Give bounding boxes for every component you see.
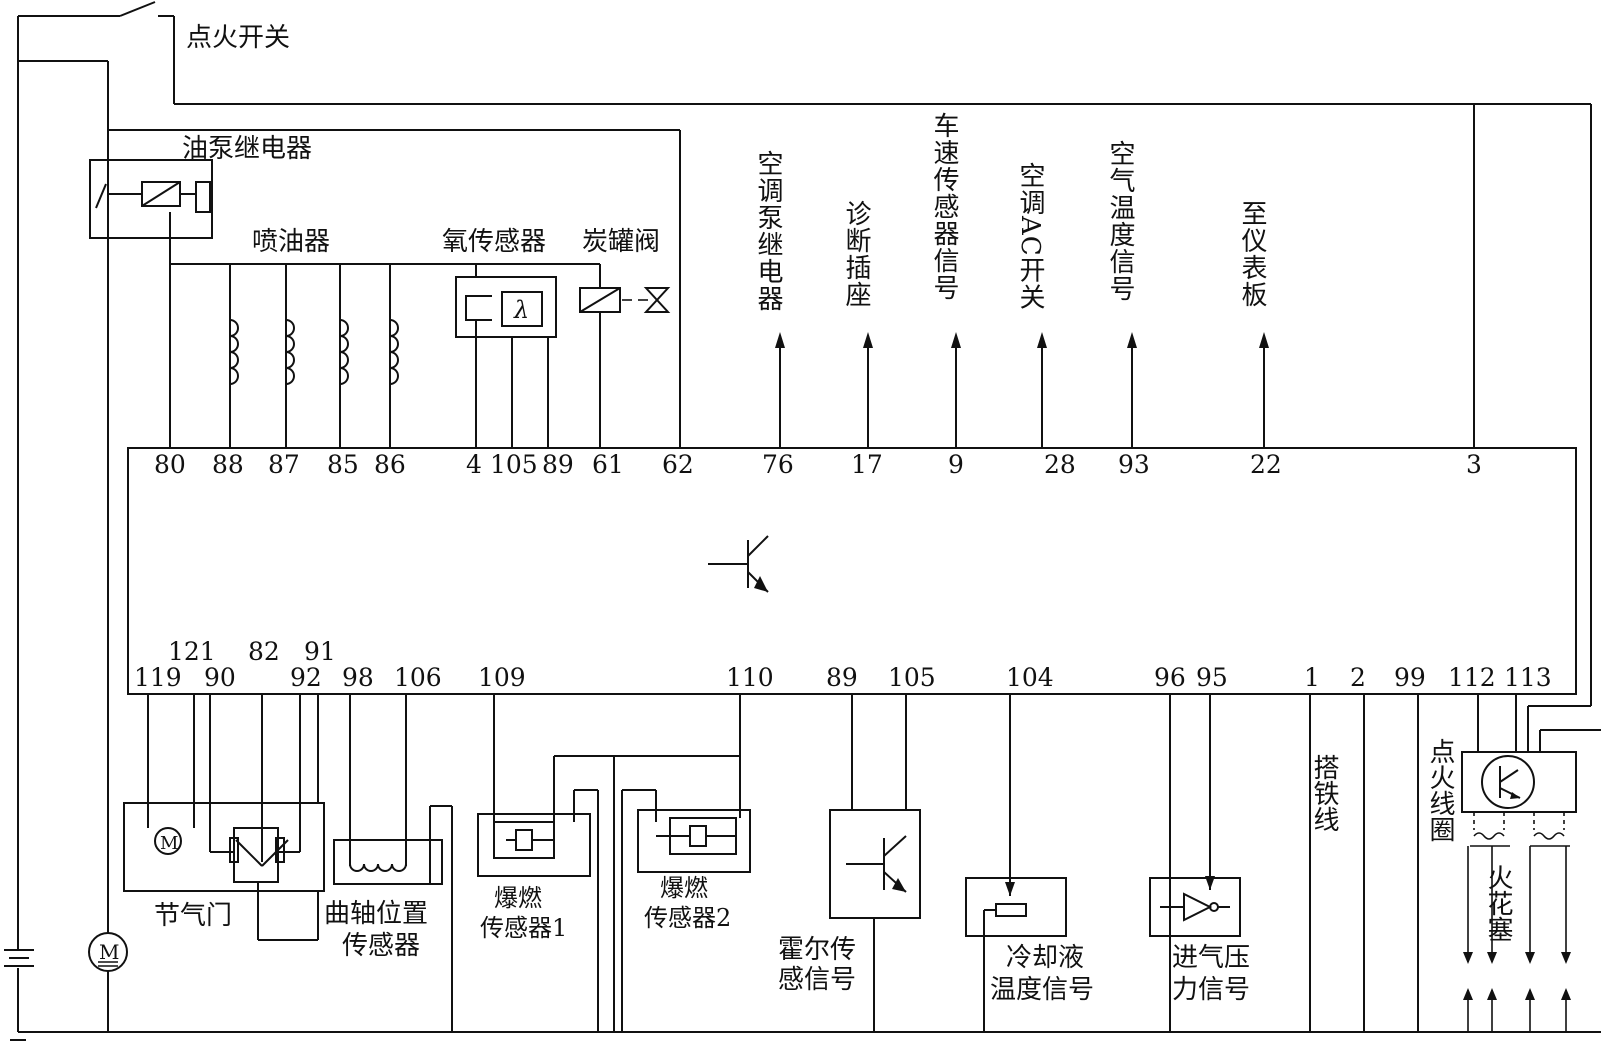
pin-label: 119 [134,663,182,692]
lambda-symbol: λ [513,296,529,324]
output-label-ac-relay: 空调泵继电器 [753,150,783,312]
pin-label: 105 [888,663,936,692]
knock-sensor-2-label-line1: 爆燃 [660,874,708,902]
ignition-switch-label: 点火开关 [186,23,290,53]
pin-label: 112 [1448,663,1496,692]
pin-label: 109 [478,663,526,692]
pin-label: 4 [466,450,482,479]
pin-label: 121 [168,637,216,666]
throttle-motor-symbol: M [160,833,178,854]
intake-pressure-label-line1: 进气压 [1172,943,1250,973]
output-label-air-temp: 空气温度信号 [1105,140,1135,302]
pin-label: 2 [1350,663,1366,692]
pin-label: 90 [204,663,236,692]
pin-label: 82 [248,637,280,666]
fuel-pump-relay-label: 油泵继电器 [182,134,312,164]
pin-label: 3 [1466,450,1482,479]
ignition-coil-label: 点火线圈 [1425,738,1455,842]
ignition-coil [1461,694,1601,847]
injectors [170,263,600,448]
bottom-pin-labels: 119 121 90 82 92 91 98 106 109 110 89 10… [134,637,1552,692]
throttle-body [123,694,325,941]
coolant-label-line1: 冷却液 [1006,943,1084,973]
pin-label: 87 [268,450,300,479]
pin-label: 9 [948,450,964,479]
pin-label: 91 [304,637,336,666]
ground-wires [1309,694,1419,1032]
top-pin-labels: 80 88 87 85 86 4 105 89 61 62 76 17 9 28… [154,450,1482,479]
pin-label: 92 [290,663,322,692]
canister-valve [579,264,671,448]
pin-label: 99 [1394,663,1426,692]
ecu-transistor-symbol [708,535,769,593]
output-label-ac-switch: 空调AC开关 [1015,162,1045,311]
oxygen-sensor-label: 氧传感器 [442,227,546,257]
knock-sensor-1 [477,694,740,1032]
crank-sensor-label-line2: 传感器 [342,931,420,961]
output-label-speed-sensor: 车速传感器信号 [929,112,959,301]
pin-label: 105 [490,450,538,479]
output-label-dashboard: 至仪表板 [1237,200,1267,308]
pin-label: 85 [327,450,359,479]
ground-wire-label: 搭铁线 [1309,754,1339,832]
coolant-temp-sensor [965,694,1067,1032]
power-wiring [4,1,1601,1041]
pin-label: 80 [154,450,186,479]
pin-label: 93 [1118,450,1150,479]
pin-label: 98 [342,663,374,692]
knock-sensor-2 [613,694,751,1032]
pin-label: 110 [726,663,774,692]
oxygen-sensor [455,264,557,448]
knock-sensor-1-label-line1: 爆燃 [494,884,542,912]
knock-sensor-1-label-line2: 传感器1 [480,914,567,942]
pin-label: 28 [1044,450,1076,479]
crank-position-sensor [333,694,453,1032]
hall-sensor-label-line1: 霍尔传 [778,935,856,965]
hall-sensor [829,694,921,1032]
output-label-diagnostic: 诊断插座 [841,200,871,308]
pin-label: 22 [1250,450,1282,479]
pin-label: 61 [592,450,624,479]
pin-label: 86 [374,450,406,479]
hall-sensor-label-line2: 感信号 [778,965,856,995]
canister-valve-label: 炭罐阀 [582,227,660,257]
crank-sensor-label-line1: 曲轴位置 [324,899,428,929]
pin-label: 76 [762,450,794,479]
pin-label: 96 [1154,663,1186,692]
fuel-pump-relay [89,129,681,448]
intake-pressure-sensor [1149,694,1241,1032]
pin-label: 62 [662,450,694,479]
spark-plug-label: 火花塞 [1483,864,1513,942]
pin-label: 106 [394,663,442,692]
pin-label: 89 [542,450,574,479]
throttle-label: 节气门 [154,901,232,931]
pin-label: 89 [826,663,858,692]
pin-label: 17 [851,450,883,479]
pin-label: 1 [1304,663,1320,692]
fuel-pump-motor [88,932,128,972]
spark-plugs [1463,846,1571,1032]
pin-label: 113 [1504,663,1552,692]
coolant-label-line2: 温度信号 [990,975,1094,1005]
pin-label: 104 [1006,663,1054,692]
knock-sensor-2-label-line2: 传感器2 [644,904,731,932]
ecu-box [127,447,1577,695]
injectors-label: 喷油器 [252,227,330,257]
intake-pressure-label-line2: 力信号 [1172,975,1250,1005]
output-arrows [775,332,1269,448]
pin-label: 88 [212,450,244,479]
fuel-pump-motor-symbol: M [99,940,119,964]
pin-label: 95 [1196,663,1228,692]
